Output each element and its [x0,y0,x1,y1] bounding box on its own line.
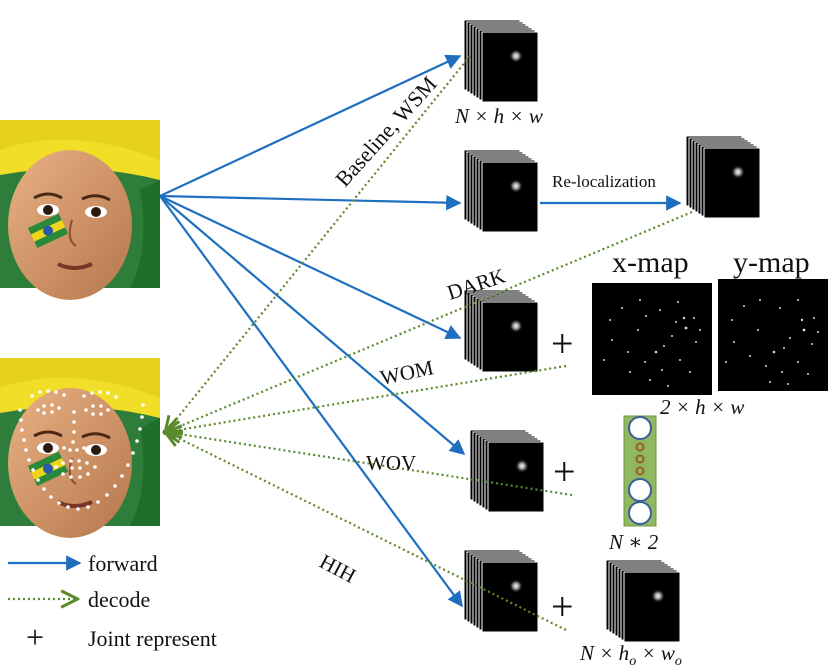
label-y-map: y-map [733,246,810,279]
decode-arrow-dark [166,210,693,432]
forward-arrow-wov [159,195,466,455]
decode-arrow-wom [166,364,567,432]
dim-offset-maps: 2 × h × w [660,395,744,419]
forward-arrows [159,54,682,608]
heatmap-stack-relocalized [685,135,761,219]
decode-arrow-wov [166,432,573,497]
output-face-with-landmarks [0,356,162,540]
label-hih: HIH [316,549,360,588]
legend-forward-label: forward [88,551,158,576]
dim-vector: N ∗ 2 [608,530,659,554]
y-map-image [718,279,828,391]
heatmap-stack-hih [463,549,539,633]
heatmap-stack-hih-offset [605,559,681,643]
label-relocalization: Re-localization [552,172,656,191]
plus-icon-wom: + [551,321,574,366]
heatmap-stack-dark [463,149,539,233]
input-face-image [0,118,162,302]
dim-hih: N × ho × wo [579,641,682,669]
x-map-image [592,283,712,395]
legend-joint-label: Joint represent [88,626,217,651]
decode-arrow-baseline [166,55,471,432]
heatmap-stack-baseline [463,19,539,103]
dim-baseline: N × h × w [454,104,543,128]
legend-plus-icon: + [26,619,44,655]
plus-icon-hih: + [551,584,574,629]
label-wom: WOM [378,355,436,390]
legend: forward decode + Joint represent [8,551,217,655]
forward-arrow-baseline [159,54,462,197]
decode-arrows [166,55,693,631]
forward-arrow-dark [159,194,462,211]
heatmap-stack-wom [463,289,539,373]
forward-arrow-wom [159,195,462,340]
label-wov: WOV [366,451,416,475]
decode-arrow-hih [166,432,567,631]
plus-icon-wov: + [553,449,576,494]
coordinate-vector [623,415,657,527]
legend-decode-label: decode [88,587,150,612]
heatmap-stack-wov [469,429,545,513]
label-x-map: x-map [612,246,689,279]
forward-arrow-hih [159,195,463,608]
